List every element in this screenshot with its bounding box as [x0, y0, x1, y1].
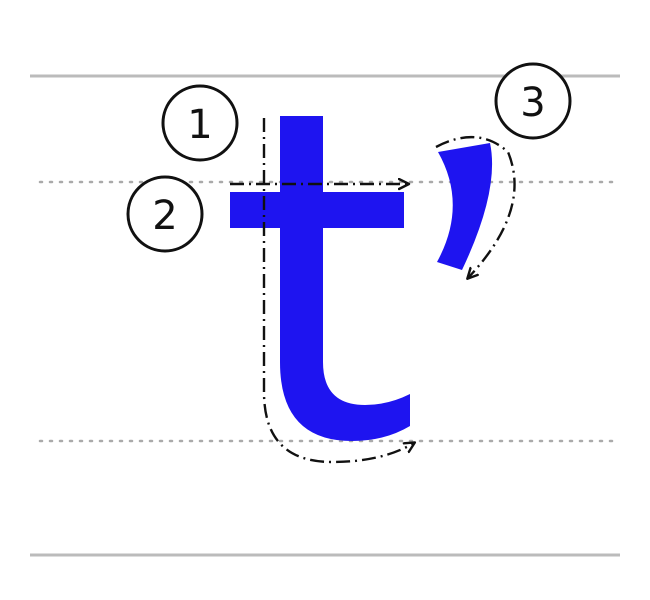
step-badge-3: 3: [494, 62, 572, 140]
letter-t-crossbar: [230, 192, 404, 228]
step-badge-2-circle: [126, 175, 204, 253]
step-badge-1: 1: [161, 84, 239, 162]
letter-t-glyph: [230, 116, 410, 441]
apostrophe-glyph: [437, 143, 493, 270]
step-badge-1-circle: [161, 84, 239, 162]
step-badge-3-number: 3: [520, 80, 545, 126]
stroke-3-path: [435, 136, 516, 278]
step-badge-2: 2: [126, 175, 204, 253]
stroke-1-path: [262, 118, 414, 464]
letter-t-stem: [280, 116, 410, 441]
step-badge-2-number: 2: [152, 193, 177, 239]
step-badge-3-circle: [494, 62, 572, 140]
step-badge-1-number: 1: [187, 102, 212, 148]
